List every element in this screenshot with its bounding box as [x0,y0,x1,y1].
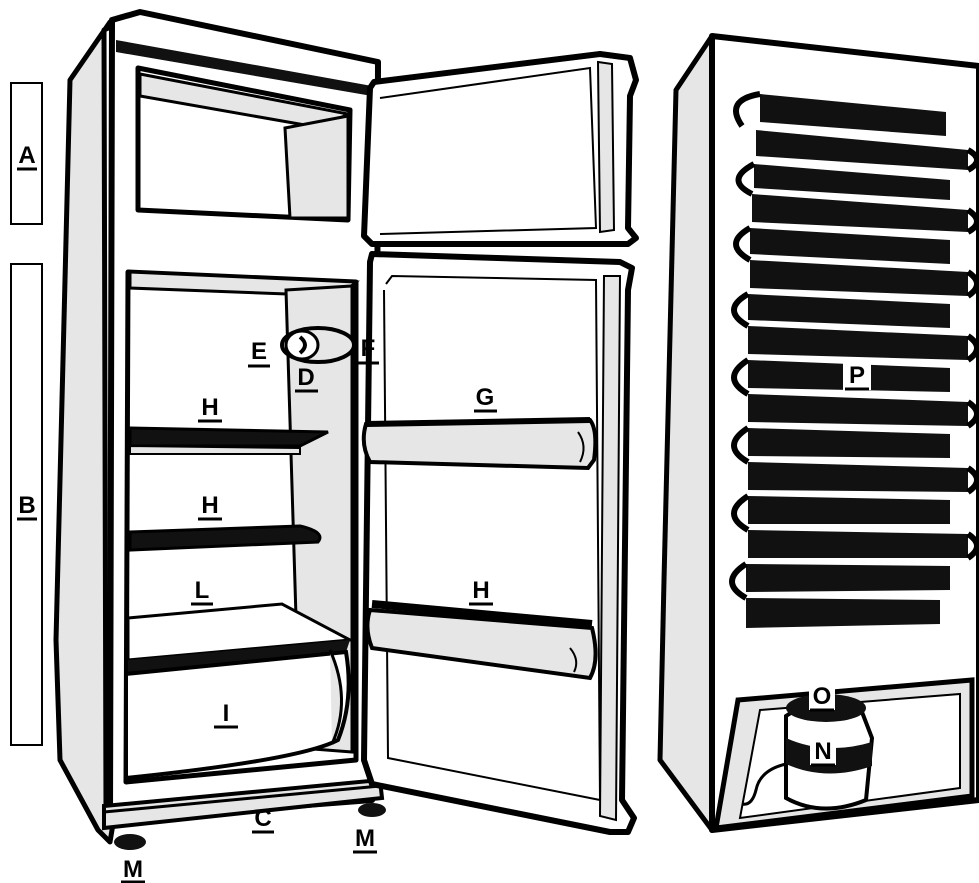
crisper-drawer [124,649,351,781]
label-o: O [809,680,835,712]
svg-text:C: C [254,805,271,832]
label-n: N [810,735,836,767]
adjustable-foot-left [114,834,146,850]
label-h-upper: H [198,394,222,423]
svg-text:M: M [123,856,143,883]
glass-shelf-middle [128,524,322,552]
svg-text:P: P [849,362,865,389]
thermostat-knob [280,326,356,364]
freezer-door [361,51,639,247]
compressor [741,694,875,811]
svg-text:B: B [18,492,35,519]
label-i: I [214,700,238,729]
condenser-coil [729,91,979,628]
svg-text:H: H [201,394,218,421]
svg-text:I: I [223,700,230,727]
svg-text:D: D [297,364,314,391]
label-m-left: M [121,856,145,883]
door-shelf-upper [361,417,598,471]
svg-text:M: M [355,825,375,852]
label-h-door: H [469,577,493,606]
label-g: G [474,384,497,413]
svg-text:F: F [361,335,376,362]
label-a: A [17,142,37,171]
label-d: D [295,364,318,393]
svg-text:A: A [18,142,35,169]
adjustable-foot-right [358,803,386,817]
door-shelf-lower [365,600,598,681]
svg-text:H: H [201,492,218,519]
label-f: F [357,335,379,365]
label-l: L [191,577,213,606]
glass-shelf-upper [128,426,329,455]
svg-text:L: L [195,577,210,604]
label-m-right: M [353,825,377,854]
label-c: C [252,805,274,834]
label-b: B [17,492,37,521]
compartment-bar-a [10,82,43,225]
svg-text:G: G [476,384,495,411]
svg-text:N: N [814,738,831,765]
label-h-middle: H [198,492,222,521]
svg-text:O: O [813,683,832,710]
crisper-cover-shelf [126,602,356,674]
compartment-bar-b [10,263,43,746]
svg-text:E: E [251,338,267,365]
fridge-door [361,251,637,835]
label-p: P [843,358,871,391]
label-e: E [248,338,270,368]
svg-text:H: H [472,577,489,604]
freezer-compartment [135,65,353,223]
